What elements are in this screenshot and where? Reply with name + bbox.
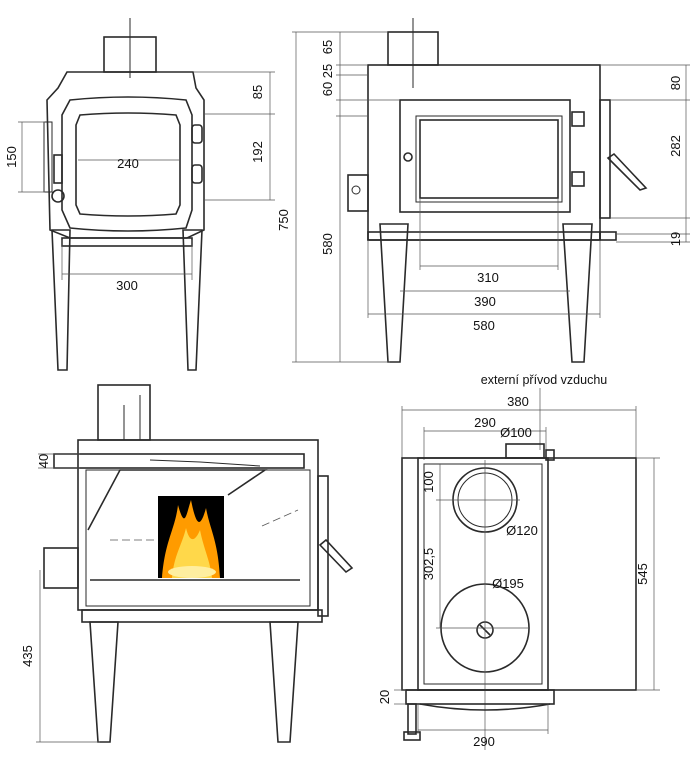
section-baffle	[87, 469, 268, 531]
dim-545: 545	[635, 563, 650, 585]
dim-310: 310	[477, 270, 499, 285]
dim-80: 80	[668, 76, 683, 90]
side-foot-tab	[599, 231, 617, 241]
side-handle-top	[571, 111, 585, 127]
side-glass	[419, 119, 559, 199]
dim-100: 100	[421, 471, 436, 493]
dim-290-top: 290	[474, 415, 496, 430]
dim-d100: Ø100	[500, 425, 532, 440]
top-foot	[407, 703, 417, 735]
dim-300: 300	[116, 278, 138, 293]
dim-d120: Ø120	[506, 523, 538, 538]
section-door-panel	[317, 475, 329, 617]
dim-302-5: 302,5	[421, 548, 436, 581]
side-leg-right	[562, 223, 593, 363]
top-air-cap	[545, 449, 555, 461]
top-base-bar	[405, 689, 555, 705]
section-air-intake	[43, 547, 79, 589]
section-top-plate	[53, 453, 305, 469]
side-leg-left	[379, 223, 409, 363]
dim-580-height: 580	[320, 233, 335, 255]
dim-240: 240	[117, 156, 139, 171]
side-knob	[403, 152, 413, 162]
top-base-curve	[419, 703, 551, 711]
front-ash-bar	[61, 237, 193, 247]
section-base	[81, 609, 323, 623]
dim-290-bottom: 290	[473, 734, 495, 749]
dim-580-width: 580	[473, 318, 495, 333]
side-view: 750 65 25 60 580 80 282 19 310 390 580	[276, 18, 690, 363]
front-hinge-left	[43, 121, 53, 193]
dim-20: 20	[377, 690, 392, 704]
dim-282: 282	[668, 135, 683, 157]
section-lever	[318, 538, 354, 574]
side-base-bar	[367, 231, 601, 241]
front-handle-top	[191, 124, 203, 144]
side-door	[399, 99, 571, 213]
section-leg-left	[89, 621, 119, 743]
dim-19: 19	[668, 232, 683, 246]
top-view: externí přívod vzduchu 380 290 Ø100 100	[377, 373, 660, 750]
dim-60: 60	[320, 82, 335, 96]
top-air-inlet	[505, 443, 545, 459]
dim-85: 85	[250, 85, 265, 99]
front-handle-bottom	[191, 164, 203, 184]
dim-390: 390	[474, 294, 496, 309]
side-lever	[606, 152, 648, 191]
front-leg-left	[51, 229, 71, 371]
side-body	[367, 64, 601, 241]
front-knob	[51, 189, 65, 203]
dim-435: 435	[20, 645, 35, 667]
dim-d195: Ø195	[492, 576, 524, 591]
top-plate	[417, 457, 549, 691]
fire-core	[168, 566, 216, 578]
dim-750: 750	[276, 209, 291, 231]
dim-380: 380	[507, 394, 529, 409]
top-foot-pad	[403, 731, 421, 741]
section-smoke-path	[149, 459, 261, 467]
side-intake-knob	[351, 185, 361, 195]
side-handle-bottom	[571, 171, 585, 187]
dim-65: 65	[320, 40, 335, 54]
dim-192: 192	[250, 141, 265, 163]
section-air-pipe	[123, 395, 141, 440]
front-door-frame	[61, 96, 193, 232]
dim-40: 40	[36, 454, 51, 468]
section-leg-right	[269, 621, 299, 743]
front-air-control	[53, 154, 63, 184]
side-glass-frame	[415, 115, 563, 203]
front-view: 240 150 300 85 192	[4, 18, 275, 371]
section-view: 40 435	[20, 384, 354, 743]
top-plate-inner	[423, 463, 543, 685]
front-glass	[75, 112, 181, 217]
dim-150: 150	[4, 146, 19, 168]
external-air-label: externí přívod vzduchu	[481, 373, 608, 387]
fire-flames-inner	[172, 528, 212, 578]
side-air-intake	[347, 174, 369, 212]
section-dash-right	[261, 509, 299, 527]
dim-25: 25	[320, 64, 335, 78]
front-leg-right	[182, 229, 203, 371]
